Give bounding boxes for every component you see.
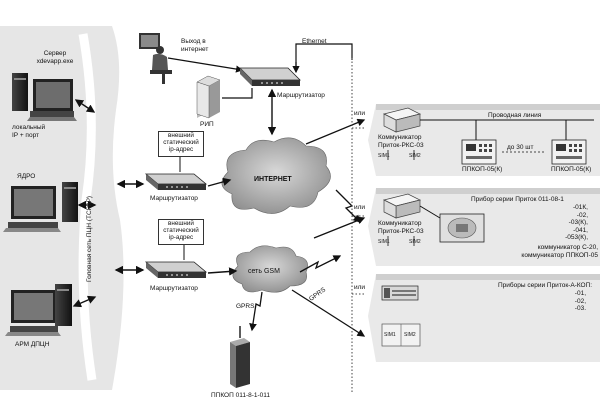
panel2-model-2: -02, <box>576 211 588 219</box>
ppkop-05-device-a-icon <box>461 139 497 165</box>
arm-label: АРМ ДПЦН <box>15 341 50 348</box>
communicator-2-line1: Коммуникатор <box>378 220 422 227</box>
static-ip-1-line2: статический <box>163 139 199 146</box>
panel2-extra-line1: коммуникатор С-20, <box>537 244 598 251</box>
head-network-label: Головная сеть ПЦН (TCP/IP) <box>86 195 93 282</box>
panel2-extra-line2: коммуникатор ППКОП-05 <box>521 251 598 259</box>
top-router-icon <box>239 67 301 86</box>
gsm-cloud-label: сеть GSM <box>248 268 280 275</box>
local-ip-label: локальный IP + порт <box>12 124 45 139</box>
communicator-1-icon <box>382 107 422 133</box>
router-1-label: Маршрутизатор <box>150 195 198 202</box>
up-to-30-label: до 30 шт <box>507 144 534 151</box>
panel2-title: Прибор серии Приток 011-08-1 <box>471 196 564 203</box>
panel2-extra-label: коммуникатор С-20, коммуникатор ППКОП-05 <box>512 244 598 259</box>
panel-3-background <box>368 274 600 362</box>
gsm-cloud <box>232 245 308 293</box>
communicator-2-line2: Приток-РКС-03 <box>378 227 424 235</box>
ppkop-011-label: ППКОП 011-8-1-011 <box>211 392 271 399</box>
gprs-label-left: GPRS <box>236 303 255 310</box>
core-label: ЯДРО <box>17 173 36 180</box>
panel1-sim1: SIM1 <box>378 153 390 159</box>
panel1-sim2: SIM2 <box>409 153 421 159</box>
server-label-line1: Сервер <box>43 50 67 57</box>
wired-line-label: Проводная линия <box>488 112 542 119</box>
panel3-sim1: SIM1 <box>384 332 396 338</box>
internet-exit-line1: Выход в <box>181 38 206 45</box>
server-label: Сервер xdevapp.exe <box>33 50 77 65</box>
panel3-title: Приборы серии Приток-А-КОП: <box>498 282 593 289</box>
static-ip-2-line1: внешний <box>168 220 194 227</box>
communicator-2-icon <box>382 193 422 219</box>
panel2-model-3: -03(К), <box>568 219 588 226</box>
panel2-model-1: -01К, <box>573 204 588 211</box>
core-computer-icon <box>3 182 78 232</box>
top-router-label: Маршрутизатор <box>277 92 325 99</box>
communicator-2-label: Коммуникатор Приток-РКС-03 <box>378 220 424 235</box>
priton-011-08-device-icon <box>439 213 485 243</box>
panel3-models: -01, -02, -03. <box>564 290 586 313</box>
static-ip-box-2: внешний статический ip-адрес <box>158 219 204 245</box>
static-ip-1-line3: ip-адрес <box>168 146 194 153</box>
ppkop-011-device-icon <box>230 326 250 388</box>
rip-power-supply-icon <box>196 75 221 119</box>
internet-cloud <box>221 137 331 214</box>
or-label-2: или <box>354 204 366 211</box>
panel2-model-4: -041, <box>573 226 588 234</box>
server-label-line2: xdevapp.exe <box>36 57 74 65</box>
ethernet-label: Ethernet <box>302 38 327 45</box>
router-2-label: Маршрутизатор <box>150 285 198 292</box>
panel3-model-3: -03. <box>574 305 586 312</box>
communicator-1-line2: Приток-РКС-03 <box>378 141 424 149</box>
communicator-1-line1: Коммуникатор <box>378 134 422 141</box>
router-2-icon <box>144 261 208 278</box>
static-ip-1-line1: внешний <box>168 132 194 139</box>
panel3-model-1: -01, <box>574 290 586 297</box>
person-at-computer-icon <box>139 33 172 84</box>
static-ip-2-line2: статический <box>163 227 199 234</box>
arm-computer-icon <box>5 284 72 336</box>
router-1-icon <box>144 173 208 190</box>
panel2-sim1: SIM1 <box>378 239 390 245</box>
panel2-models: -01К, -02, -03(К), -041, -053(К), <box>552 204 588 242</box>
ppkop-05-a-label: ППКОП-05(К) <box>462 166 503 173</box>
static-ip-box-1: внешний статический ip-адрес <box>158 131 204 157</box>
or-label-1: или <box>354 110 366 117</box>
local-ip-label-line1: локальный <box>12 124 46 131</box>
panel3-sim2: SIM2 <box>404 332 416 338</box>
panel3-model-2: -02, <box>574 297 586 305</box>
or-label-3: или <box>354 284 366 291</box>
static-ip-2-line3: ip-адрес <box>168 234 194 241</box>
ppkop-05-device-b-icon <box>551 139 587 165</box>
communicator-1-label: Коммуникатор Приток-РКС-03 <box>378 134 424 149</box>
internet-exit-label: Выход в интернет <box>181 38 208 53</box>
panel2-model-5: -053(К), <box>565 234 588 241</box>
kop-device-top-icon <box>381 285 419 301</box>
internet-exit-line2: интернет <box>181 45 209 53</box>
panel2-sim2: SIM2 <box>409 239 421 245</box>
rip-label: РИП <box>200 121 214 128</box>
internet-cloud-label: ИНТЕРНЕТ <box>254 176 292 183</box>
kop-device-bottom-icon <box>381 323 421 347</box>
server-computer-icon <box>12 73 77 121</box>
local-ip-label-line2: IP + порт <box>12 131 40 139</box>
ppkop-05-b-label: ППКОП-05(К) <box>551 166 592 173</box>
